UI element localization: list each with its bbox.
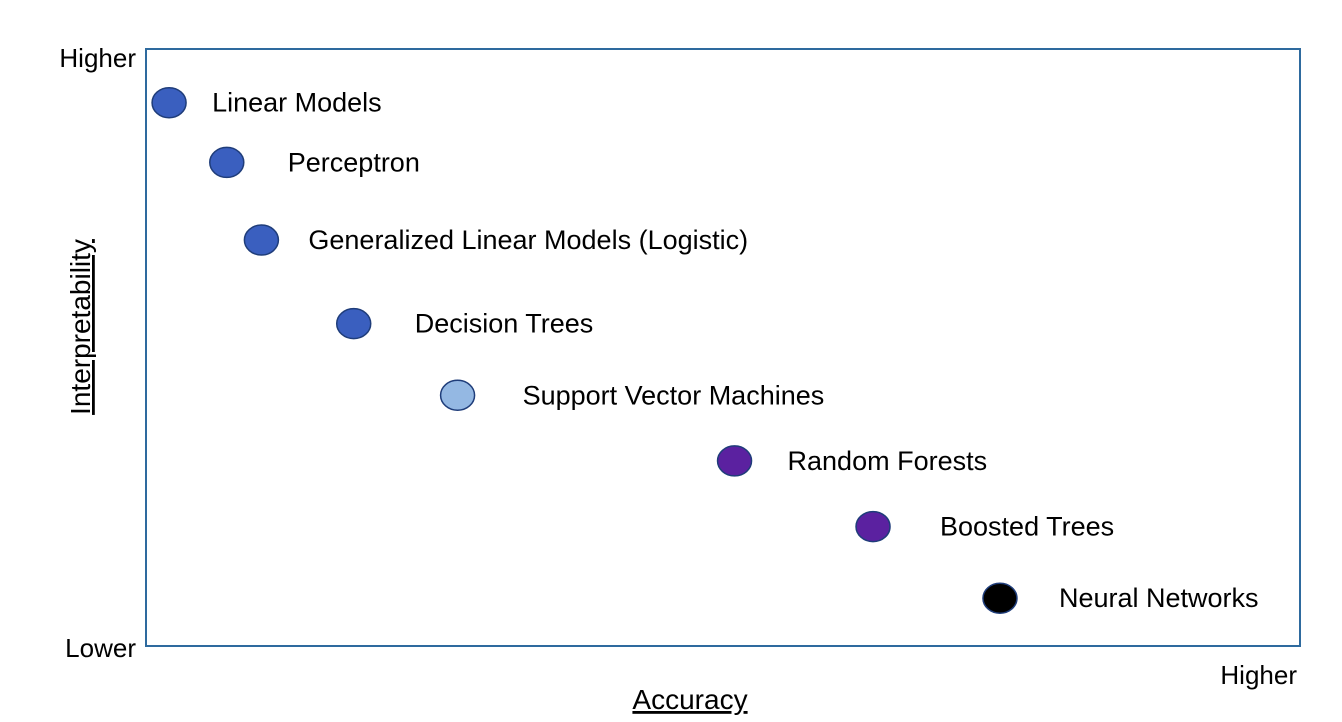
point-marker [855, 510, 891, 543]
point-support-vector-machines: Support Vector Machines [439, 379, 825, 412]
point-linear-models: Linear Models [151, 86, 382, 119]
y-axis-high-label: Higher [59, 43, 136, 73]
point-marker [335, 307, 372, 340]
point-label: Neural Networks [1059, 583, 1259, 613]
point-marker [716, 445, 753, 477]
point-decision-trees: Decision Trees [335, 307, 594, 340]
point-neural-networks: Neural Networks [982, 582, 1259, 614]
point-label: Random Forests [788, 446, 988, 476]
point-label: Boosted Trees [940, 512, 1114, 542]
point-label: Support Vector Machines [523, 380, 825, 410]
point-marker [151, 86, 187, 119]
point-label: Decision Trees [415, 309, 594, 339]
x-axis-title: Accuracy [632, 684, 747, 715]
point-perceptron: Perceptron [209, 146, 420, 179]
point-label: Generalized Linear Models (Logistic) [308, 225, 748, 255]
point-boosted-trees: Boosted Trees [855, 510, 1114, 543]
point-label: Perceptron [288, 147, 420, 177]
point-marker [209, 146, 245, 179]
point-marker [982, 582, 1018, 614]
x-axis-high-label: Higher [1220, 660, 1297, 690]
point-generalized-linear-models-logistic: Generalized Linear Models (Logistic) [243, 224, 748, 256]
point-marker [243, 224, 280, 256]
point-marker [439, 379, 476, 412]
plot-frame [145, 48, 1301, 647]
y-axis-low-label: Lower [65, 633, 136, 663]
point-label: Linear Models [212, 88, 382, 118]
y-axis-title: Interpretability [65, 239, 96, 415]
point-random-forests: Random Forests [716, 445, 988, 477]
